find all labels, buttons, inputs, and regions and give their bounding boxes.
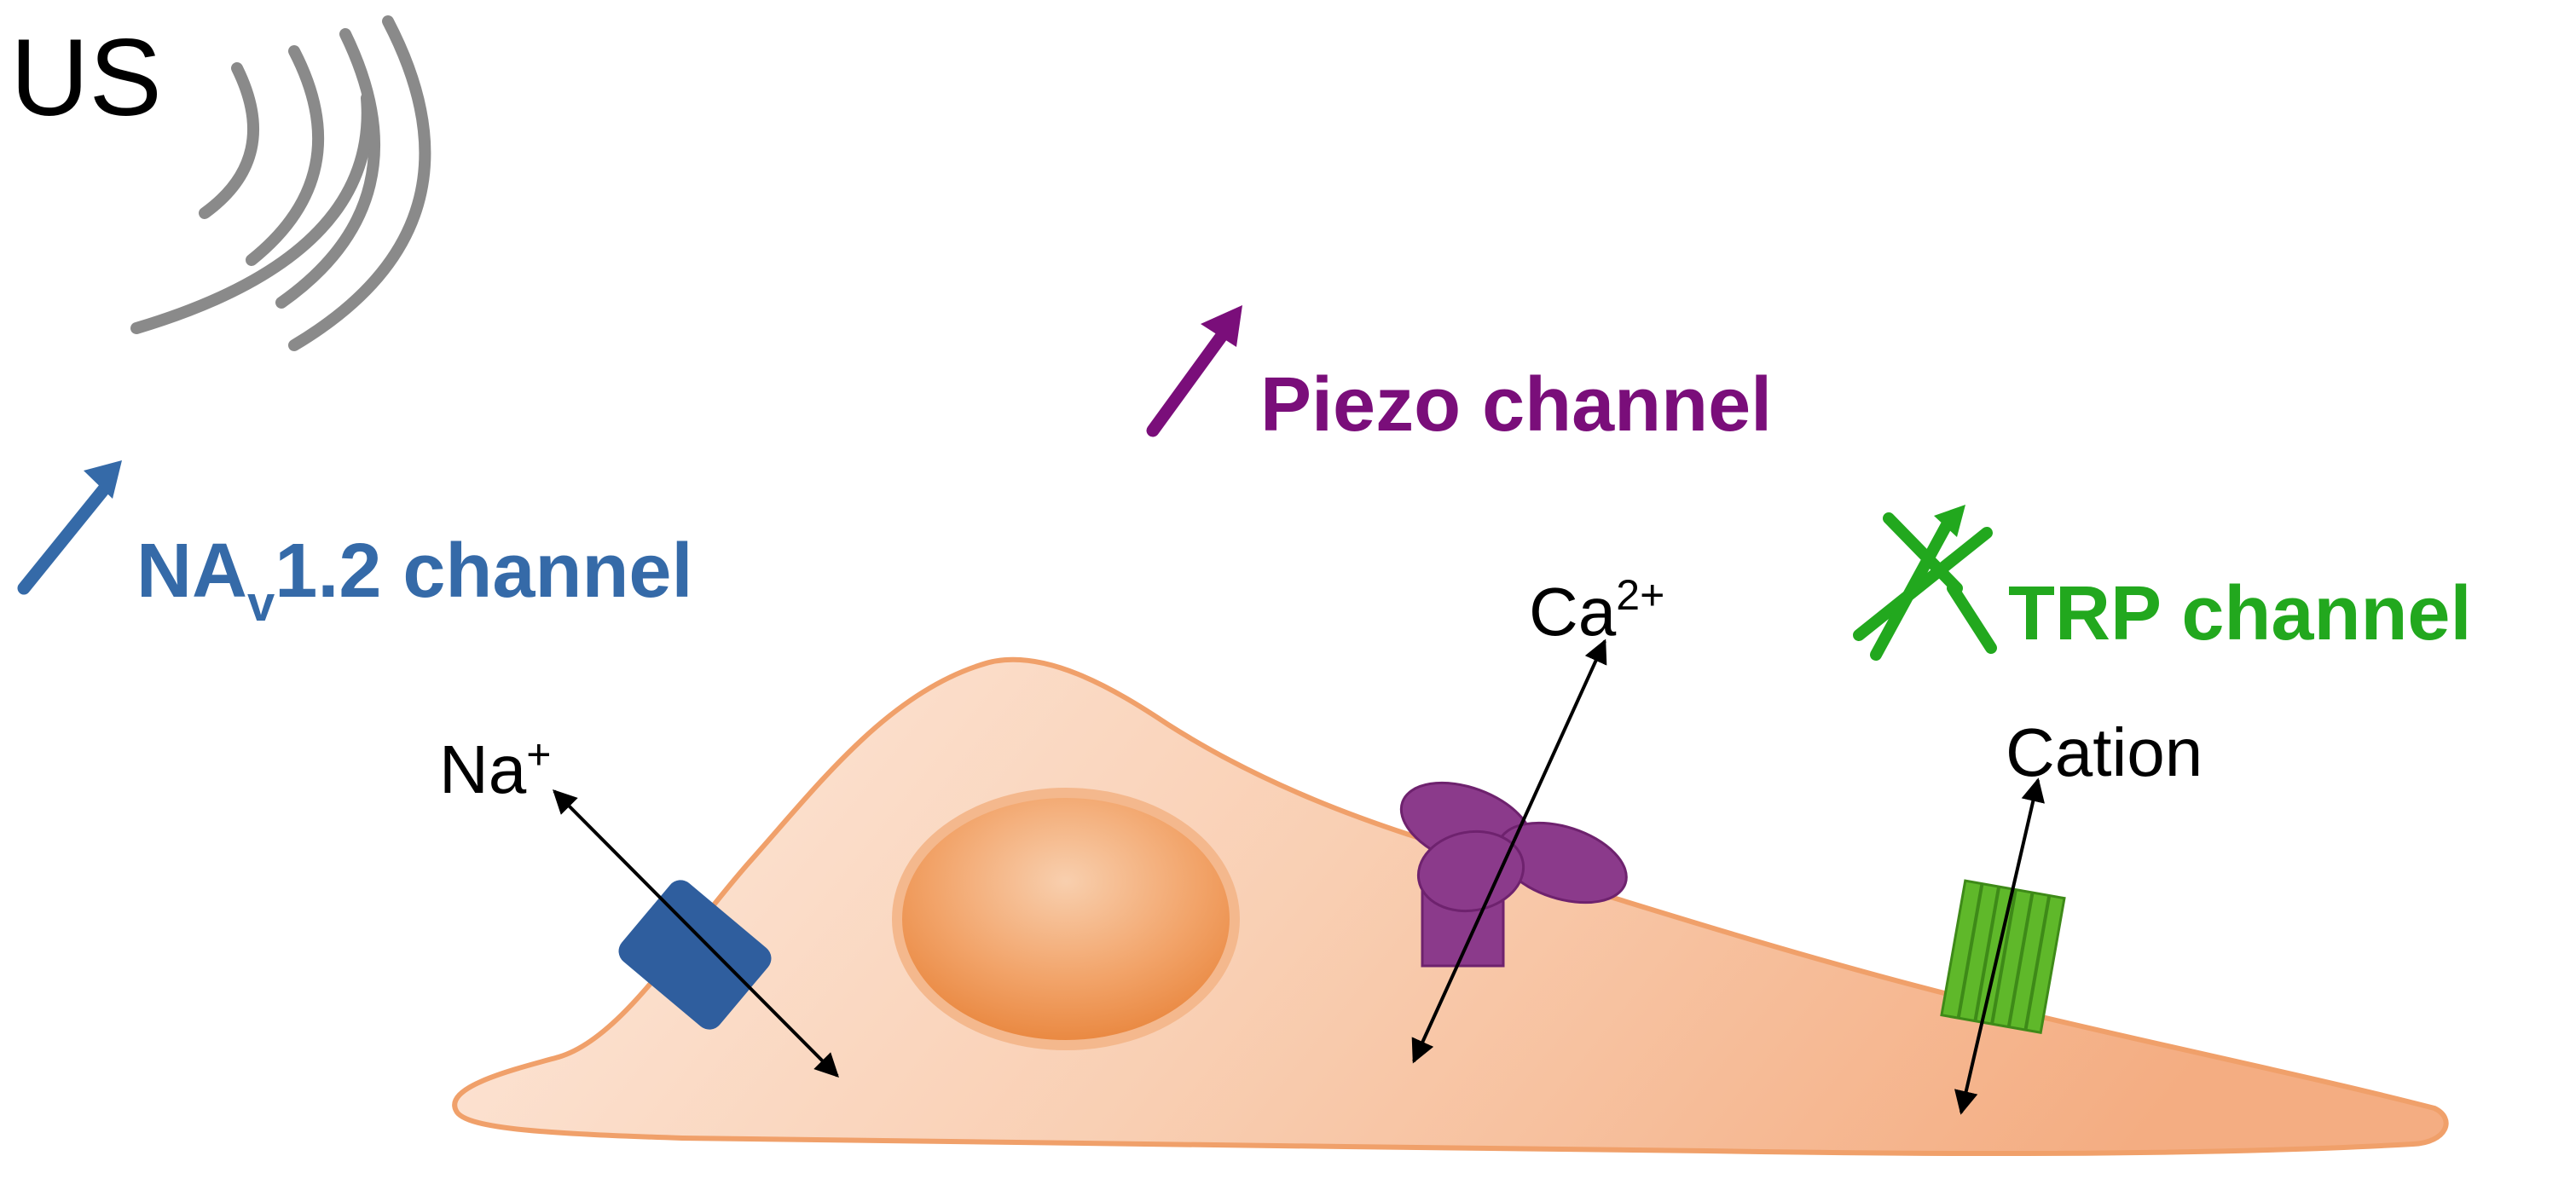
ultrasound-waves (130, 15, 431, 351)
na-ion: Na (439, 731, 527, 807)
nucleus (892, 788, 1240, 1050)
cation-flux-arrow (1954, 777, 2045, 1115)
na-flux-arrow (553, 789, 839, 1078)
piezo-increase-arrow (1146, 305, 1242, 437)
nav-subscript: v (247, 576, 275, 632)
na-charge: + (526, 731, 551, 778)
trp-channel (1940, 879, 2066, 1034)
trp-no-change-icon (1853, 505, 1997, 661)
piezo-channel-label: Piezo channel (1260, 362, 1772, 448)
ca-flux-arrow (1411, 639, 1607, 1064)
cation-label: Cation (2006, 714, 2203, 790)
nav-channel-label: NAv1.2 channel (136, 529, 692, 632)
trp-channel-label: TRP channel (2008, 571, 2471, 656)
ca-ion-label: Ca2+ (1529, 571, 1664, 650)
nav-prefix: NA (136, 529, 247, 614)
us-label: US (10, 17, 162, 139)
nav-increase-arrow (17, 460, 122, 595)
ca-ion: Ca (1529, 574, 1617, 650)
nav-suffix: 1.2 channel (275, 529, 692, 614)
na-ion-label: Na+ (439, 731, 551, 807)
ca-charge: 2+ (1616, 571, 1664, 619)
